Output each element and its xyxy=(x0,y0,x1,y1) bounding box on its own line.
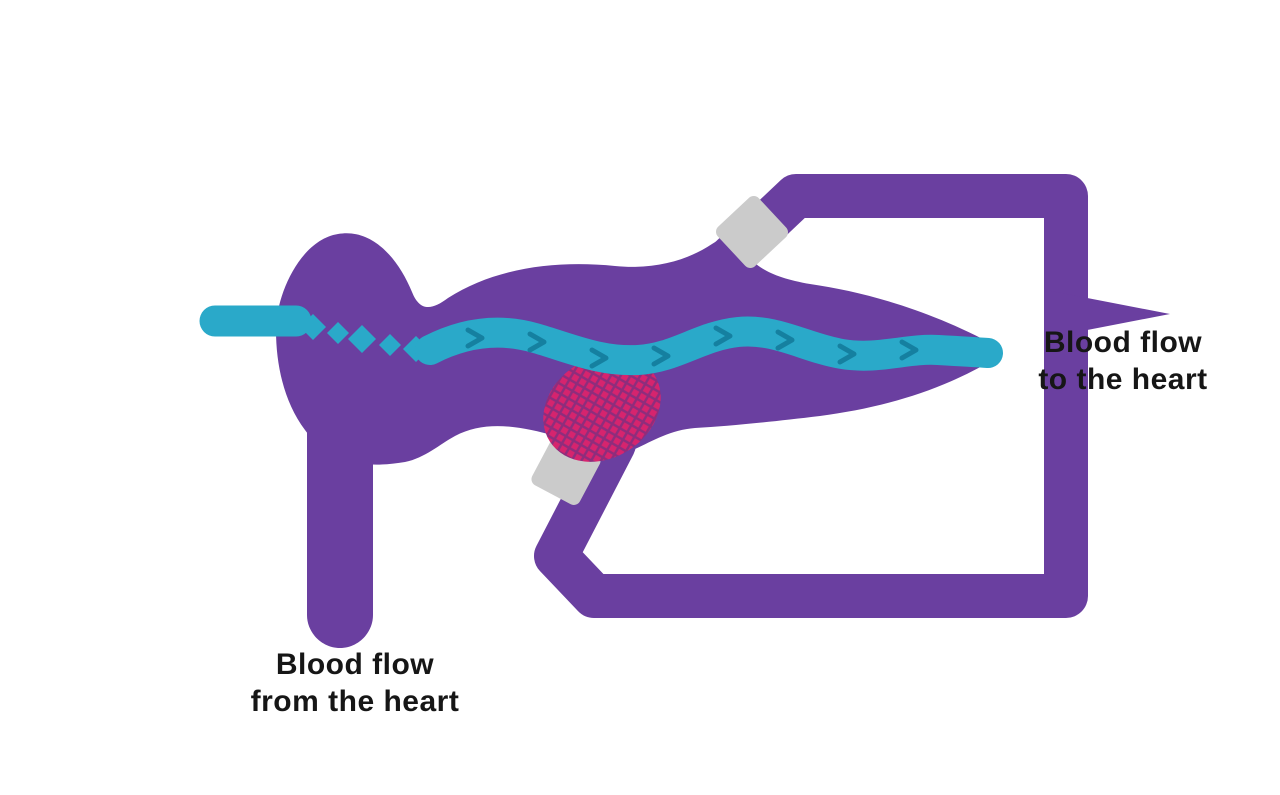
artery-stub xyxy=(307,398,373,648)
label-flow-to-heart-line1: Blood flow xyxy=(1043,326,1203,359)
graft-loop-tube xyxy=(534,174,1088,618)
label-flow-from-heart-line2: from the heart xyxy=(250,685,460,718)
label-flow-to-heart: Blood flow to the heart xyxy=(998,324,1248,398)
clot-region xyxy=(543,354,661,462)
label-flow-from-heart: Blood flow from the heart xyxy=(200,646,510,720)
flow-chevrons xyxy=(465,325,919,369)
label-flow-from-heart-line1: Blood flow xyxy=(275,648,435,681)
flow-arrow xyxy=(1046,290,1170,338)
anastomosis-sleeve-top xyxy=(716,196,788,268)
label-flow-to-heart-line2: to the heart xyxy=(1038,363,1208,396)
